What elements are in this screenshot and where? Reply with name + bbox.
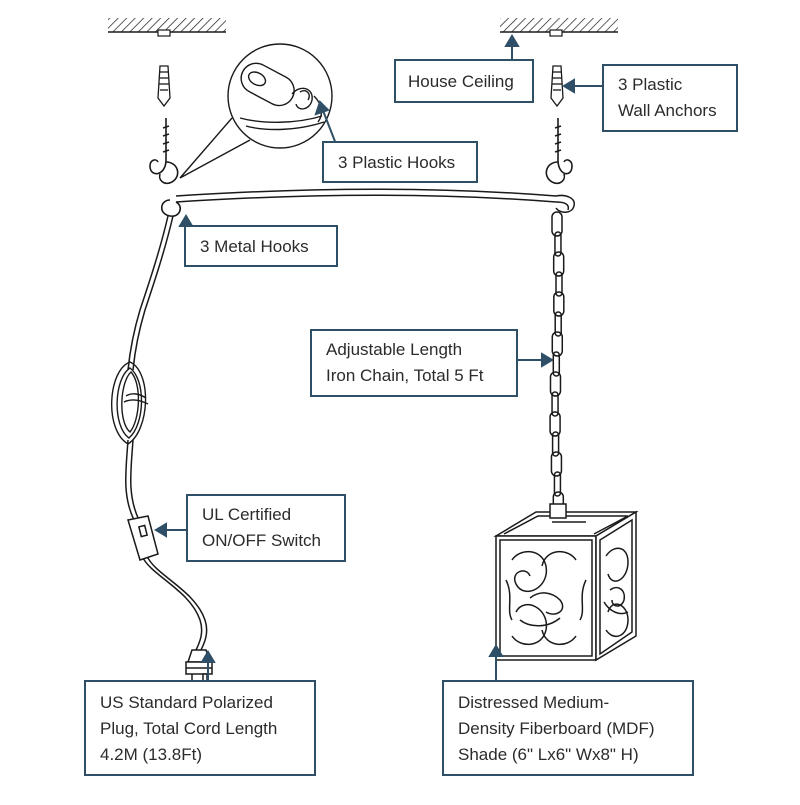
label-line: Iron Chain, Total 5 Ft xyxy=(326,366,484,385)
chain-link xyxy=(554,311,562,337)
chain-link xyxy=(552,251,565,277)
chain-link xyxy=(551,391,559,417)
right-cord-loop xyxy=(555,194,575,213)
label-line: UL Certified xyxy=(202,505,292,524)
label-line: Adjustable Length xyxy=(326,340,463,359)
label-line: 3 Metal Hooks xyxy=(200,237,309,256)
label-line: Wall Anchors xyxy=(618,101,717,120)
metal-hook-right xyxy=(545,118,573,185)
label-house-ceiling: House Ceiling xyxy=(394,59,534,103)
chain-link xyxy=(551,331,564,357)
chain-link xyxy=(551,431,560,457)
switch-body xyxy=(127,515,159,561)
chain-link xyxy=(554,231,562,257)
horizontal-cord xyxy=(175,188,557,203)
chain-link xyxy=(555,271,563,297)
wall-anchor-right xyxy=(550,65,564,108)
wall-anchor-left xyxy=(157,65,171,108)
chain-link xyxy=(553,471,562,497)
iron-chain xyxy=(549,211,565,517)
chain-link xyxy=(549,371,562,397)
metal-hook-left xyxy=(149,118,179,185)
coiled-cord xyxy=(110,361,149,445)
mdf-shade xyxy=(493,503,639,662)
label-line: Density Fiberboard (MDF) xyxy=(458,719,655,738)
label-metal-hooks: 3 Metal Hooks xyxy=(184,225,338,267)
label-line: 4.2M (13.8Ft) xyxy=(100,745,203,764)
cord-clip-left xyxy=(160,199,182,217)
ceiling-right xyxy=(500,18,618,37)
label-line: House Ceiling xyxy=(408,72,514,91)
ceiling-left xyxy=(108,18,226,37)
label-line: 3 Plastic Hooks xyxy=(338,153,456,172)
label-line: ON/OFF Switch xyxy=(202,531,322,550)
label-mdf-shade: Distressed Medium- Density Fiberboard (MD… xyxy=(442,680,694,776)
chain-link xyxy=(553,291,565,317)
chain-link xyxy=(552,351,561,377)
label-plastic-hooks: 3 Plastic Hooks xyxy=(322,141,478,183)
label-line: 3 Plastic xyxy=(618,75,683,94)
label-line: Distressed Medium- xyxy=(458,693,610,712)
label-line: Plug, Total Cord Length xyxy=(100,719,278,738)
magnified-hook-detail xyxy=(179,43,333,179)
label-line: US Standard Polarized xyxy=(100,693,273,712)
chain-link xyxy=(549,411,561,437)
label-line: Shade (6" Lx6" Wx8" H) xyxy=(458,745,639,764)
chain-link xyxy=(551,211,563,237)
chain-link xyxy=(550,451,563,477)
power-cord xyxy=(125,215,208,651)
